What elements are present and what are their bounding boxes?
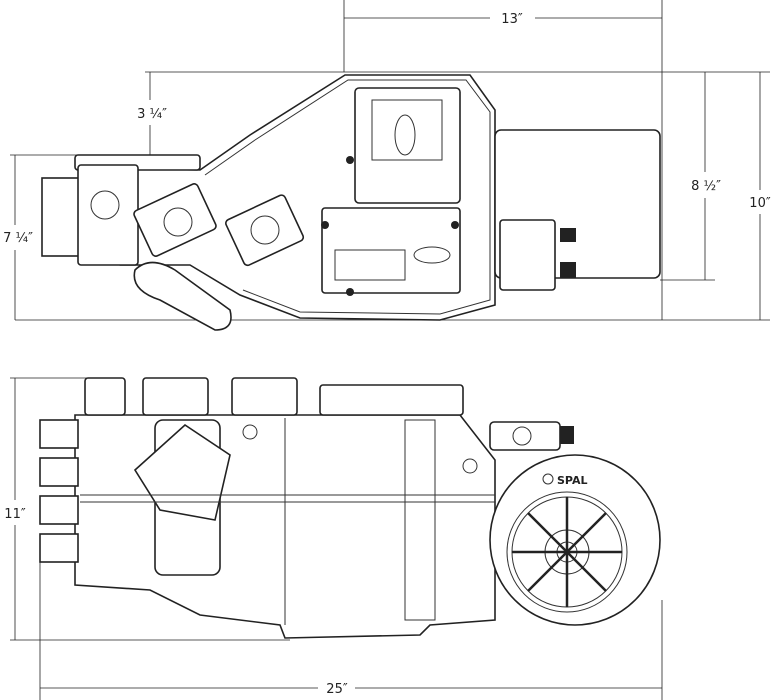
dimension-13in: 13″ <box>343 0 663 320</box>
dimension-8-1-2in: 8 ½″ <box>660 72 721 281</box>
duct-outlet-top <box>133 261 232 331</box>
dim-label-total-length: 25″ <box>326 682 348 697</box>
spal-blower-fan: SPAL <box>489 454 661 626</box>
side-connectors <box>39 419 79 563</box>
dim-label-top-width: 13″ <box>501 12 523 27</box>
duct-outlet-side <box>133 423 231 521</box>
top-view <box>41 74 661 331</box>
dim-label-offset: 3 ¼″ <box>137 107 167 122</box>
control-box-side <box>319 384 464 416</box>
side-view: SPAL <box>39 377 661 639</box>
control-box <box>354 87 461 204</box>
dimension-25in: 25″ <box>39 560 663 700</box>
dimension-3-1-4in: 3 ¼″ <box>137 71 770 155</box>
dimension-11in: 11″ <box>4 377 290 641</box>
dim-label-side-height: 11″ <box>4 507 26 522</box>
left-connector <box>41 177 83 257</box>
dimension-7-1-4in: 7 ¼″ <box>3 154 80 320</box>
dim-label-total-height: 10″ <box>749 196 771 211</box>
dim-label-left-height: 7 ¼″ <box>3 231 33 246</box>
spal-logo: SPAL <box>557 474 588 487</box>
dim-label-mid-height: 8 ½″ <box>691 179 721 194</box>
